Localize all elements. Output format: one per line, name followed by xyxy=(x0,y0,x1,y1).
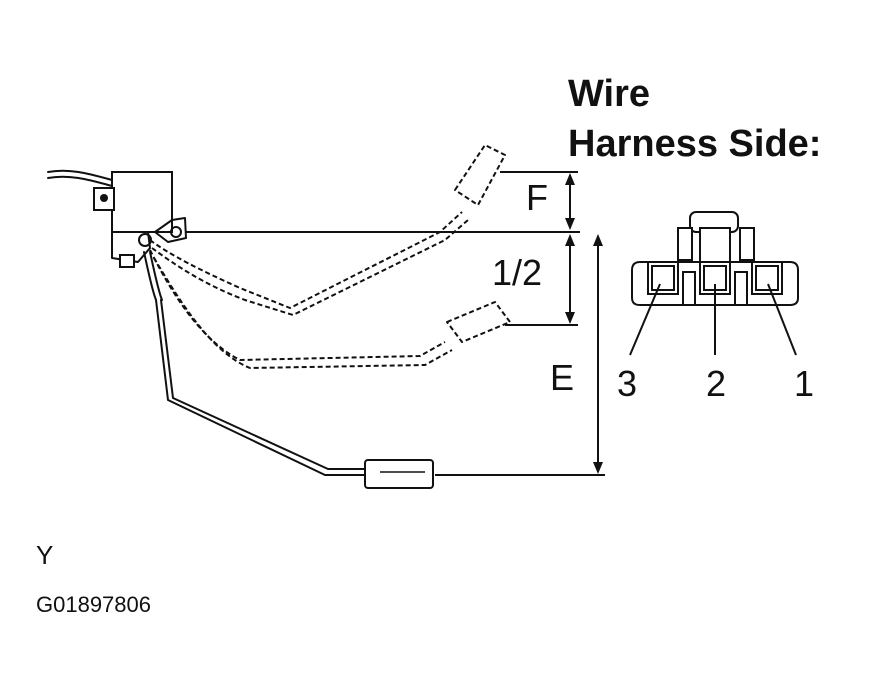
float-arm-full xyxy=(149,144,506,316)
float-arm-empty xyxy=(143,251,434,489)
harness-title-line2: Harness Side: xyxy=(568,123,821,165)
pin-label-2: 2 xyxy=(706,363,726,404)
label-half: 1/2 xyxy=(492,252,542,293)
dimension-full xyxy=(565,173,575,230)
view-letter: Y xyxy=(36,540,53,570)
pin-label-3: 3 xyxy=(617,363,637,404)
dimension-half xyxy=(565,234,575,324)
pin-label-1: 1 xyxy=(794,363,814,404)
dimension-empty xyxy=(593,234,603,474)
figure-id: G01897806 xyxy=(36,592,151,617)
label-empty: E xyxy=(550,357,574,398)
connector xyxy=(629,211,799,356)
sender-unit xyxy=(47,169,187,268)
label-full: F xyxy=(526,177,548,218)
harness-title-line1: Wire xyxy=(568,73,650,115)
float-arm-half xyxy=(149,249,511,369)
